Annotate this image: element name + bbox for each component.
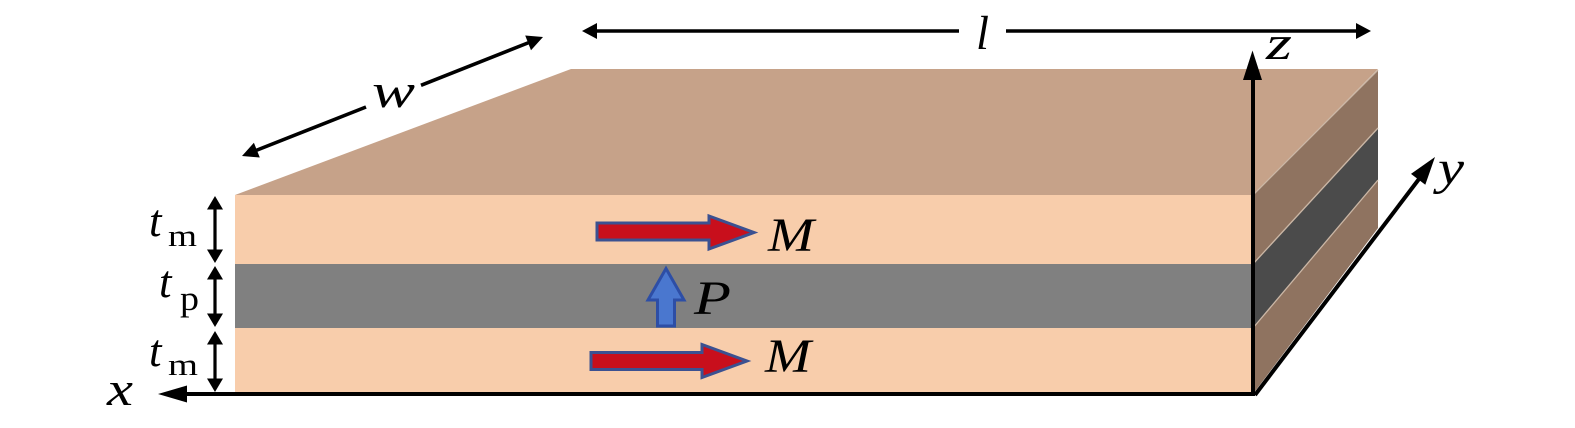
svg-text:t: t	[149, 196, 163, 246]
svg-text:y: y	[1432, 142, 1465, 195]
svg-text:x: x	[106, 363, 133, 416]
svg-text:M: M	[767, 209, 818, 262]
svg-text:l: l	[976, 7, 989, 60]
svg-text:P: P	[693, 272, 731, 325]
svg-text:m: m	[168, 218, 197, 253]
svg-text:t: t	[159, 257, 173, 307]
svg-text:t: t	[149, 326, 163, 376]
svg-text:z: z	[1265, 17, 1293, 70]
svg-text:M: M	[764, 330, 815, 383]
svg-text:m: m	[168, 347, 198, 382]
svg-text:w: w	[372, 65, 415, 118]
svg-text:p: p	[180, 279, 199, 318]
